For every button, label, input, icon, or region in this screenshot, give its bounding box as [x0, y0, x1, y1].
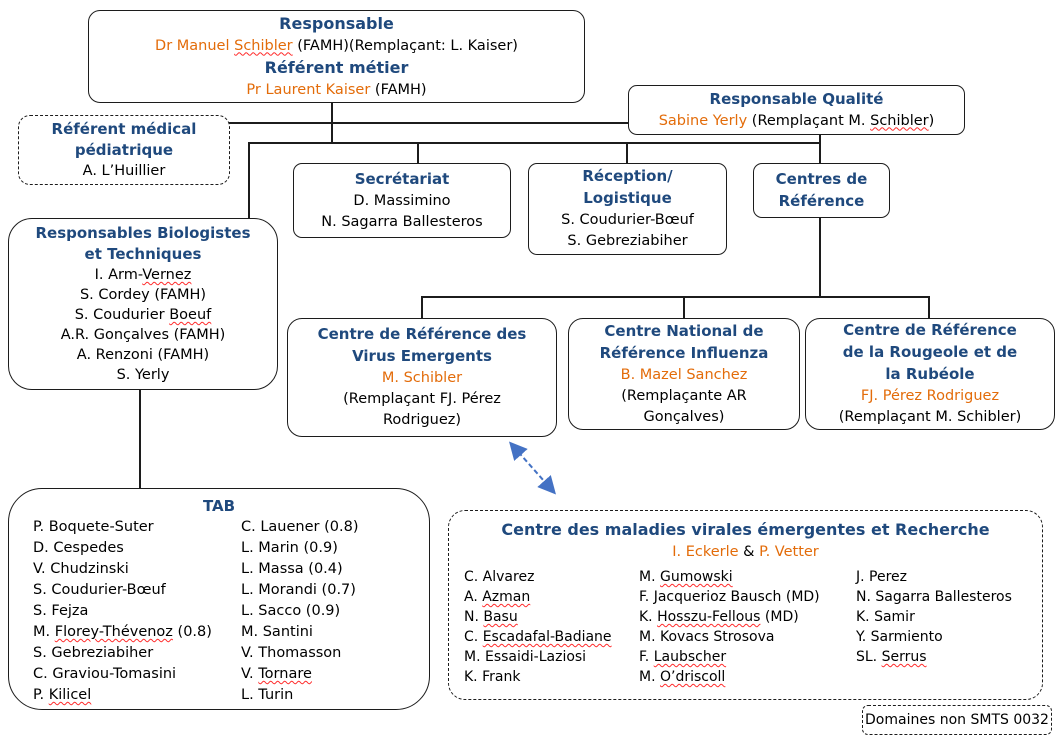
connector-drop-cnri	[683, 296, 685, 320]
connector-rq-cdr	[819, 134, 821, 165]
tab-column-2: C. Lauener (0.8)L. Marin (0.9)L. Massa (…	[241, 519, 359, 703]
connector-drop-crve	[421, 296, 423, 320]
connector-cdr-riser	[819, 217, 821, 297]
domains-tag-label: Domaines non SMTS 0032	[865, 712, 1049, 728]
box-centre-maladies-virales: Centre des maladies virales émergentes e…	[448, 510, 1043, 700]
connector-bus-centres	[421, 296, 930, 298]
connector-drop-secretariat	[417, 142, 419, 165]
connector-drop-reception	[626, 142, 628, 165]
connector-rbt-tab	[139, 389, 141, 490]
tab-title: TAB	[202, 497, 236, 515]
connector-rmp-rq	[229, 122, 629, 124]
connector-drop-rbt	[248, 142, 250, 220]
cmve-title: Centre des maladies virales émergentes e…	[501, 520, 990, 560]
dashed-double-arrow-icon	[509, 441, 556, 495]
connector-drop-crrr	[928, 296, 930, 320]
domains-tag: Domaines non SMTS 0032	[862, 705, 1052, 735]
connector-bus-top	[248, 142, 821, 144]
